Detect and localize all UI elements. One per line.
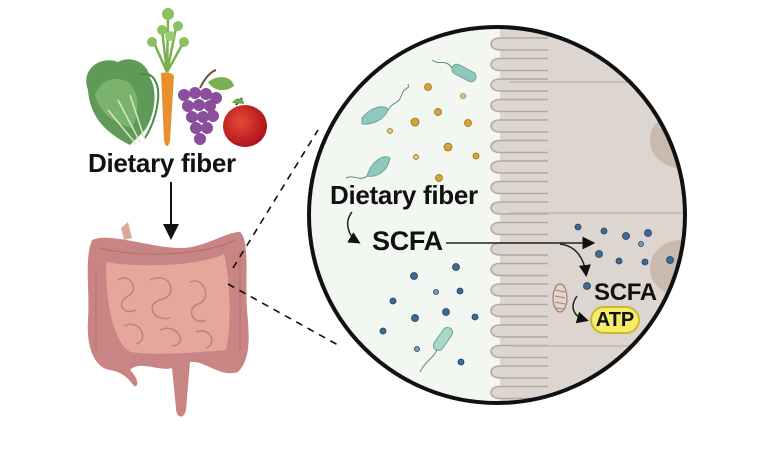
microvillus [490, 180, 548, 195]
scfa-particle [452, 263, 460, 271]
microvillus [490, 201, 548, 215]
atp-label: ATP [595, 308, 635, 331]
fiber-particle [387, 128, 393, 134]
microvillus [490, 242, 548, 256]
dietary-fiber-label: Dietary fiber [88, 148, 236, 178]
microvillus [490, 160, 548, 174]
scfa-particle [638, 241, 644, 247]
scfa-particle [583, 282, 591, 290]
microvilli [490, 37, 548, 419]
microvillus [490, 324, 548, 338]
magnifier-border [307, 25, 687, 405]
scfa-particle [414, 346, 420, 352]
scfa-particle [600, 227, 608, 235]
intestine-icon [87, 222, 249, 417]
scfa-particle [411, 314, 419, 322]
mitochondrion-icon [552, 283, 568, 313]
scfa-particle [622, 232, 630, 240]
fiber-particle [410, 117, 420, 127]
microvillus [490, 303, 548, 318]
magnified-view [309, 27, 685, 419]
scfa-particle [456, 287, 464, 295]
fiber-particle [413, 154, 419, 160]
zoom-line-bottom [227, 283, 339, 346]
scfa-particle [442, 308, 450, 316]
microvillus [490, 57, 548, 72]
cell-scfa-label: SCFA [594, 279, 657, 306]
fiber-particle [464, 119, 472, 127]
fiber-to-scfa-arrow [346, 211, 361, 244]
microvillus [490, 344, 548, 359]
scfa-particle [595, 250, 603, 258]
scfa-particle [433, 289, 439, 295]
scfa-to-cell-arrow [559, 243, 591, 277]
bacterium-icon [419, 326, 454, 373]
bacterium-icon [361, 83, 409, 125]
scfa-particle [574, 223, 582, 231]
scfa-particle [457, 358, 465, 366]
scfa-particle [641, 258, 649, 266]
scfa-particle [379, 327, 387, 335]
microvillus [490, 262, 548, 277]
lumen-scfa-label: SCFA [372, 226, 443, 256]
scfa-particle [666, 256, 674, 264]
microvillus [490, 221, 548, 236]
scfa-to-atp-arrow [572, 295, 589, 324]
fiber-particle [472, 152, 480, 160]
microvillus [490, 78, 548, 92]
grapes-icon [178, 69, 234, 145]
scfa-particles [379, 223, 674, 366]
bacterium-icon [431, 59, 477, 83]
carrot-icon [147, 8, 189, 146]
zoom-line-top [232, 129, 319, 269]
microvillus [490, 119, 548, 133]
fiber-particle [434, 108, 442, 116]
fiber-particles [387, 83, 480, 182]
microvillus [490, 98, 548, 113]
lumen-fiber-label: Dietary fiber [330, 180, 478, 210]
microvillus [490, 365, 548, 379]
microvillus [490, 37, 548, 51]
scfa-particle [410, 272, 418, 280]
atp-badge: ATP [590, 306, 640, 334]
fiber-particle [443, 142, 453, 152]
fiber-particle [424, 83, 432, 91]
apple-icon [223, 97, 267, 147]
scfa-particle [644, 229, 652, 237]
microvillus [490, 139, 548, 154]
bacterium-icon [345, 156, 391, 179]
microvillus [490, 283, 548, 297]
microvillus [491, 407, 548, 419]
fiber-particle [460, 93, 466, 99]
microvillus [490, 385, 548, 400]
scfa-particle [389, 297, 397, 305]
scfa-particle [471, 313, 479, 321]
food-illustration [86, 8, 267, 147]
scfa-particle [615, 257, 623, 265]
fiber-particle [435, 174, 443, 182]
leafy-greens-icon [86, 59, 160, 145]
